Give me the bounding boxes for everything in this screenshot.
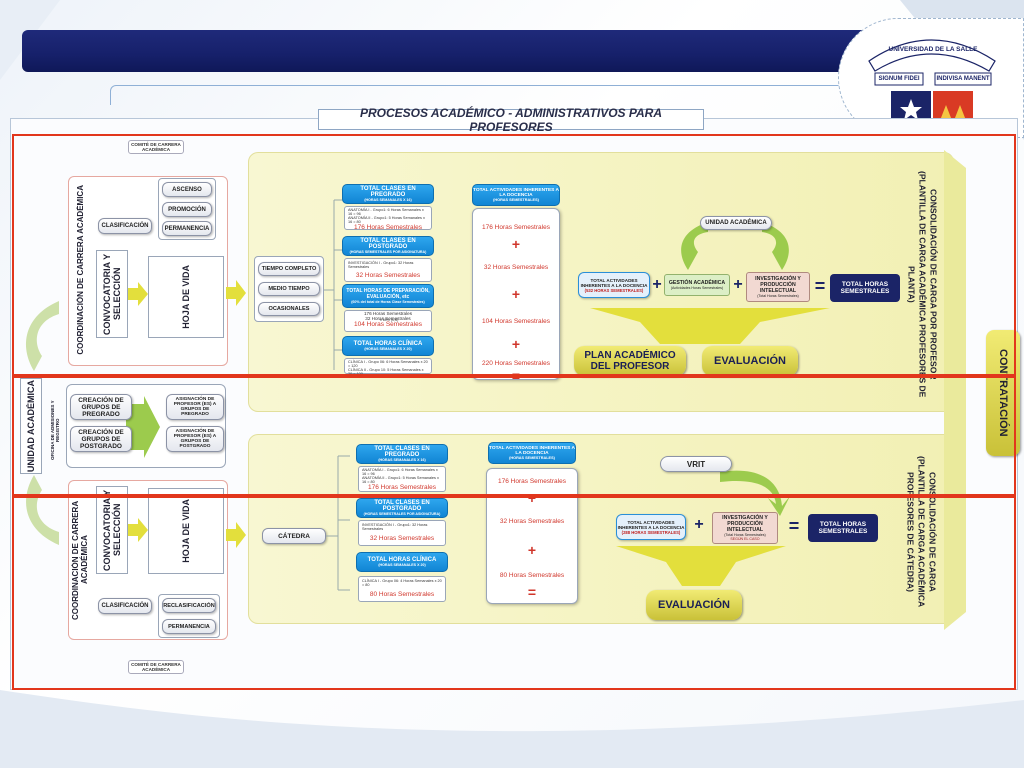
bottom-value-1: 176 Horas Semestrales xyxy=(498,478,566,485)
top-ascenso: ASCENSO xyxy=(162,182,212,197)
bottom-formula-plus: + xyxy=(694,516,704,533)
top-down-arrow xyxy=(590,308,830,349)
top-gestion: GESTIÓN ACADÉMICA (Actividades Horas Sem… xyxy=(664,274,730,296)
top-medio-tiempo: MEDIO TIEMPO xyxy=(258,282,320,296)
top-value-3: 104 Horas Semestrales xyxy=(482,318,550,325)
logo-text-right: INDIVISA MANENT xyxy=(936,76,990,82)
bottom-clinica-detail: CLÍNICA I - Grupo 06: 4 Horas Semanales … xyxy=(358,576,446,602)
logo-text-top: UNIVERSIDAD DE LA SALLE xyxy=(888,45,978,53)
top-value-1: 176 Horas Semestrales xyxy=(482,224,550,231)
unidad-academica-box: UNIDAD ACADÉMICA xyxy=(20,378,42,474)
top-comite: COMITÉ DE CARRERA ACADÉMICA xyxy=(128,140,184,154)
bottom-consolidacion: CONSOLIDACIÓN DE CARGA (PLANTILLA DE CAR… xyxy=(905,456,938,608)
highlight-frame-middle xyxy=(12,376,1016,496)
top-total-horas: TOTAL HORAS SEMESTRALES xyxy=(830,274,900,302)
top-preparacion-title: TOTAL HORAS DE PREPARACIÓN, EVALUACIÓN, … xyxy=(342,284,434,308)
left-arrow-top xyxy=(14,296,64,381)
top-value-4: 220 Horas Semestrales xyxy=(482,360,550,367)
top-plus-1: + xyxy=(511,236,521,252)
top-permanencia: PERMANENCIA xyxy=(162,221,212,236)
top-formula-plus-2: + xyxy=(733,276,743,293)
top-hoja-vida: HOJA DE VIDA xyxy=(148,256,224,338)
bottom-formula-equals: = xyxy=(788,516,800,536)
bottom-investigacion: INVESTIGACIÓN Y PRODUCCIÓN INTELECTUAL (… xyxy=(712,512,778,544)
bottom-to-yellow-arrow xyxy=(226,522,246,553)
right-arrow xyxy=(944,150,990,635)
bottom-value-2: 32 Horas Semestrales xyxy=(499,518,565,525)
crear-grupos-pregrado: CREACIÓN DE GRUPOS DE PREGRADO xyxy=(70,394,132,420)
header-bar xyxy=(22,30,900,72)
bottom-postgrado-detail: INVESTIGACIÓN I - Grupo1: 32 Horas Semes… xyxy=(358,520,446,546)
top-evaluacion: EVALUACIÓN xyxy=(702,346,798,376)
bottom-actividades-values xyxy=(486,468,578,604)
top-formula-plus-1: + xyxy=(652,276,662,293)
top-ocasionales: OCASIONALES xyxy=(258,302,320,316)
logo-text-left: SIGNUM FIDEI xyxy=(878,76,920,82)
bottom-clinica-title: TOTAL HORAS CLÍNICA (HORAS SEMANALES X 2… xyxy=(356,552,448,572)
top-consolidacion: CONSOLIDACIÓN DE CARGA POR PROFESOR (PLA… xyxy=(906,170,939,398)
bottom-actividades-title: TOTAL ACTIVIDADES INHERENTES A LA DOCENC… xyxy=(488,442,576,464)
bottom-permanencia: PERMANENCIA xyxy=(162,619,216,634)
top-unidad-arrows xyxy=(668,212,802,277)
bottom-value-3: 80 Horas Semestrales xyxy=(499,572,565,579)
crear-grupos-postgrado: CREACIÓN DE GRUPOS DE POSTGRADO xyxy=(70,426,132,452)
top-plus-2: + xyxy=(511,286,521,302)
bottom-catedra: CÁTEDRA xyxy=(262,528,326,544)
top-investigacion: INVESTIGACIÓN Y PRODUCCIÓN INTELECTUAL (… xyxy=(746,272,810,302)
highlight-frame-top xyxy=(12,134,1016,376)
top-plus-3: + xyxy=(511,336,521,352)
asignacion-pregrado: ASIGNACIÓN DE PROFESOR (ES) A GRUPOS DE … xyxy=(166,394,224,420)
bottom-formula-actividades: TOTAL ACTIVIDADES INHERENTES A LA DOCENC… xyxy=(616,514,686,540)
top-to-yellow-arrow xyxy=(226,280,246,311)
top-plan-academico: PLAN ACADÉMICO DEL PROFESOR xyxy=(574,346,686,376)
bottom-plus-1: + xyxy=(527,490,537,506)
bottom-vrit-arrow xyxy=(720,466,790,521)
top-pregrado-detail: ANATOMÍA I - Grupo1: 6 Horas Semanales x… xyxy=(344,206,432,231)
bottom-reclasificacion: RECLASIFICACIÓN xyxy=(162,598,216,613)
top-connector-lines xyxy=(324,199,344,370)
bottom-evaluacion: EVALUACIÓN xyxy=(646,590,742,620)
bottom-pregrado-title: TOTAL CLASES EN PREGRADO (HORAS SEMANALE… xyxy=(356,444,448,464)
top-postgrado-title: TOTAL CLASES EN POSTGRADO (HORAS SEMESTR… xyxy=(342,236,434,256)
diagram-title: PROCESOS ACADÉMICO - ADMINISTRATIVOS PAR… xyxy=(318,106,704,134)
asignacion-postgrado: ASIGNACIÓN DE PROFESOR (ES) A GRUPOS DE … xyxy=(166,426,224,452)
top-tiempo-completo: TIEMPO COMPLETO xyxy=(258,262,320,276)
header-underline xyxy=(110,85,900,105)
bottom-hoja-vida: HOJA DE VIDA xyxy=(148,488,224,574)
bottom-pregrado-detail: ANATOMÍA I - Grupo1: 6 Horas Semanales x… xyxy=(358,466,446,492)
top-preparacion-detail: 176 Horas Semestrales 32 Horas Semestral… xyxy=(344,310,432,332)
top-actividades-values xyxy=(472,208,560,380)
top-conv-arrow xyxy=(128,282,148,311)
bottom-equals: = xyxy=(527,584,537,600)
top-postgrado-detail: INVESTIGACIÓN I - Grupo1: 32 Horas Semes… xyxy=(344,258,432,282)
top-actividades-title: TOTAL ACTIVIDADES INHERENTES A LA DOCENC… xyxy=(472,184,560,206)
bottom-comite: COMITÉ DE CARRERA ACADÉMICA xyxy=(128,660,184,674)
bottom-total-horas: TOTAL HORAS SEMESTRALES xyxy=(808,514,878,542)
bottom-postgrado-title: TOTAL CLASES EN POSTGRADO (HORAS SEMESTR… xyxy=(356,498,448,518)
bottom-clasificacion: CLASIFICACIÓN xyxy=(98,598,152,614)
top-promocion: PROMOCIÓN xyxy=(162,202,212,217)
bottom-down-arrow xyxy=(616,546,786,591)
highlight-frame-bottom xyxy=(12,496,1016,690)
top-clasificacion: CLASIFICACIÓN xyxy=(98,218,152,234)
top-clinica-title: TOTAL HORAS CLÍNICA (HORAS SEMANALES X 2… xyxy=(342,336,434,356)
university-logo: UNIVERSIDAD DE LA SALLE SIGNUM FIDEI IND… xyxy=(838,18,1024,138)
bottom-convocatoria: CONVOCATORIA Y SELECCIÓN xyxy=(96,486,128,574)
bottom-conv-arrow xyxy=(128,518,148,547)
top-formula-actividades: TOTAL ACTIVIDADES INHERENTES A LA DOCENC… xyxy=(578,272,650,298)
top-unidad-academica: UNIDAD ACADÉMICA xyxy=(700,216,772,230)
left-arrow-bottom xyxy=(14,470,64,555)
bottom-vrit: VRIT xyxy=(660,456,732,472)
grupos-arrow xyxy=(126,396,160,463)
top-value-2: 32 Horas Semestrales xyxy=(483,264,549,271)
top-convocatoria: CONVOCATORIA Y SELECCIÓN xyxy=(96,250,128,338)
top-formula-equals: = xyxy=(814,276,826,296)
bottom-connector-lines xyxy=(326,455,350,591)
top-pregrado-title: TOTAL CLASES EN PREGRADO (HORAS SEMANALE… xyxy=(342,184,434,204)
top-preparacion-factor: x 60% (0,6) xyxy=(380,318,399,322)
bottom-plus-2: + xyxy=(527,542,537,558)
